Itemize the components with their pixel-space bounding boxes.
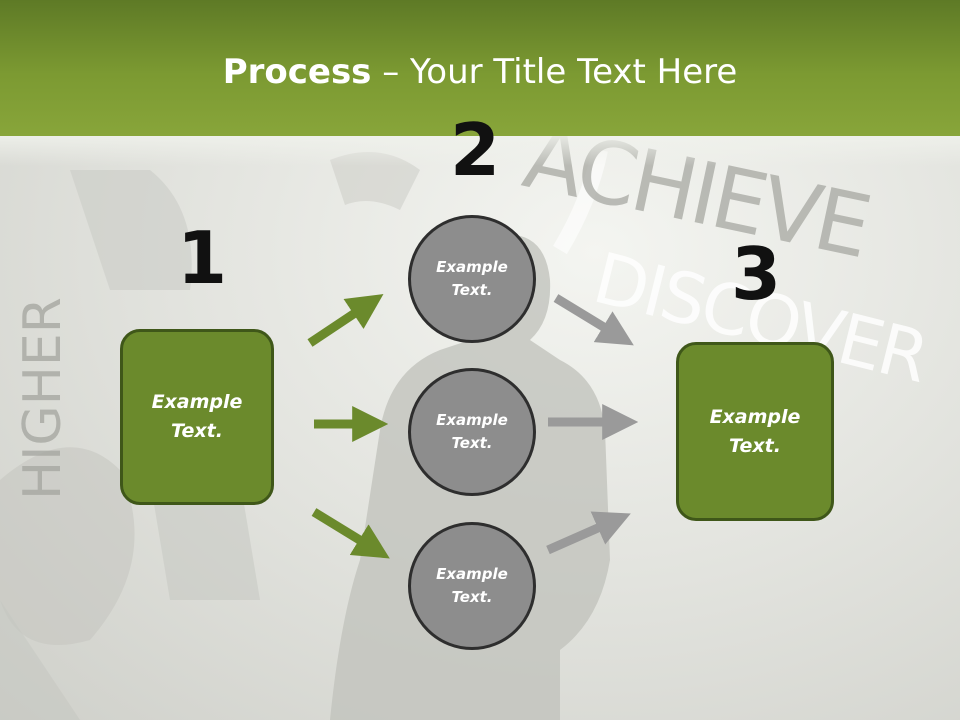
title-rest: – Your Title Text Here	[371, 52, 738, 92]
arrow-green-up	[307, 294, 384, 347]
header-bar	[0, 0, 960, 136]
circle-node-top: Example Text.	[408, 215, 536, 343]
circle-node-middle: Example Text.	[408, 368, 536, 496]
header-fade	[0, 136, 960, 166]
step-number-2: 2	[450, 108, 501, 192]
arrow-green-down	[311, 508, 390, 559]
arrow-gray-up	[546, 511, 631, 555]
arrow-gray-down	[553, 294, 634, 346]
circle-node-bottom: Example Text.	[408, 522, 536, 650]
page-title: Process – Your Title Text Here	[0, 52, 960, 92]
title-bold: Process	[222, 52, 372, 92]
right-step-label: Example Text.	[709, 405, 801, 457]
left-step-label: Example Text.	[151, 391, 243, 442]
bg-word-higher: HIGHER	[13, 297, 73, 500]
circle-top-label: Example Text.	[436, 258, 508, 299]
step-number-3: 3	[731, 232, 782, 316]
right-step-box: Example Text.	[676, 342, 834, 521]
circle-bot-label: Example Text.	[436, 565, 508, 606]
circle-mid-label: Example Text.	[436, 411, 508, 452]
step-number-1: 1	[177, 216, 228, 300]
left-step-box: Example Text.	[120, 329, 274, 505]
